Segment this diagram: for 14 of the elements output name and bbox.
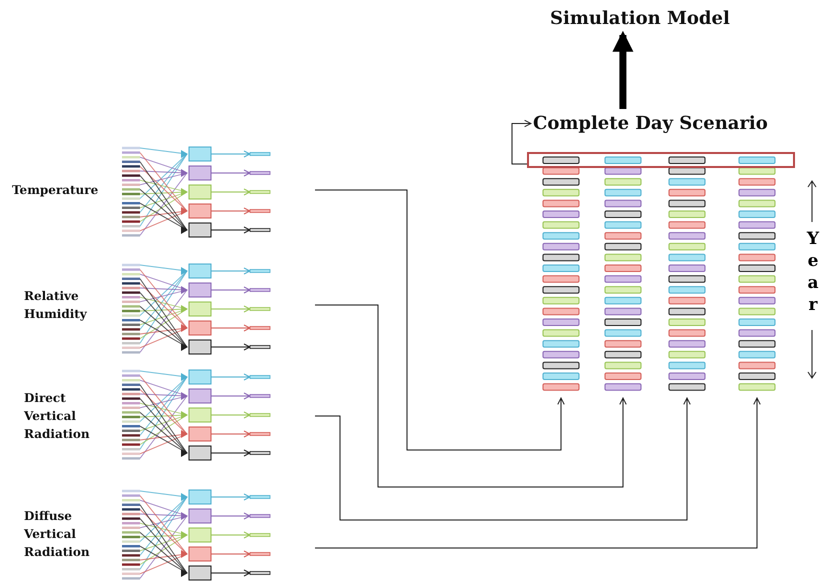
connector-arrow [314, 398, 761, 548]
variable-label: Relative Humidity [24, 288, 88, 323]
heading-text: Complete Day Scenario [533, 113, 768, 134]
axis-label: Year [806, 228, 820, 316]
connector-arrow [314, 304, 627, 488]
connector-arrow [612, 30, 634, 109]
variable-label: Diffuse Vertical Radiation [24, 508, 91, 561]
variable-label: Direct Vertical Radiation [24, 390, 91, 443]
highlight-frame [527, 152, 795, 168]
variable-label: Temperature [12, 182, 100, 199]
connector-arrow [314, 398, 691, 520]
heading-text: Simulation Model [550, 8, 730, 29]
connector-arrow [512, 120, 532, 164]
connector-arrow [314, 190, 565, 450]
